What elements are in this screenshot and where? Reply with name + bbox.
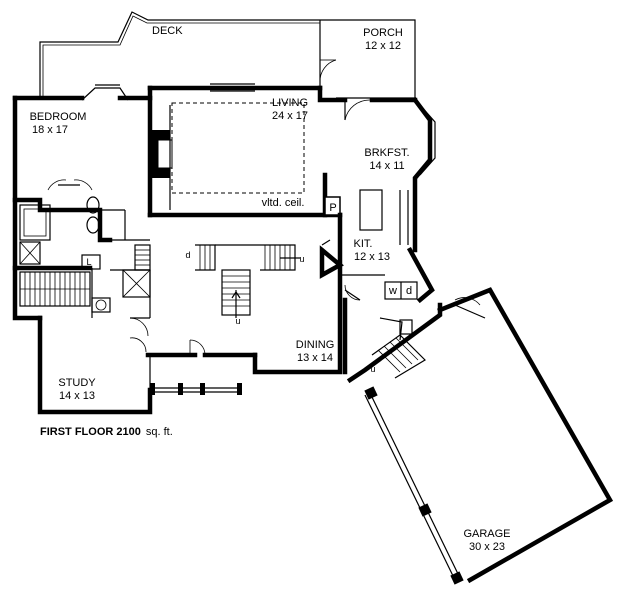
dining-walls	[129, 212, 348, 375]
garage-size: 30 x 23	[469, 541, 505, 553]
washer-label: w	[388, 285, 397, 297]
kitchen-size: 12 x 13	[354, 251, 390, 263]
stair-up-label-2: u	[235, 316, 240, 326]
study-walls	[37, 315, 242, 415]
vaulted-ceiling-outline	[171, 102, 305, 194]
breakfast-size: 14 x 11	[369, 160, 404, 172]
living-label: LIVING	[272, 97, 308, 109]
porch-label: PORCH	[363, 27, 403, 39]
central-stair	[134, 244, 300, 318]
stair-down-label: d	[185, 250, 190, 260]
deck-outline	[39, 11, 320, 98]
porch-size: 12 x 12	[365, 40, 401, 52]
garage-walls	[346, 287, 614, 585]
vaulted-ceiling-label: vltd. ceil.	[262, 197, 305, 209]
deck-label: DECK	[152, 25, 183, 37]
living-partitions	[147, 99, 371, 218]
pantry-label: P	[329, 202, 336, 214]
study-label: STUDY	[58, 377, 96, 389]
bedroom-label: BEDROOM	[30, 111, 87, 123]
floor-area-unit: sq. ft.	[146, 426, 173, 438]
kitchen-label: KIT.	[354, 238, 373, 250]
breakfast-label: BRKFST.	[364, 147, 409, 159]
linen-label: L	[86, 257, 91, 267]
fireplace	[150, 105, 173, 210]
bedroom-bath	[12, 179, 150, 265]
garage-label: GARAGE	[463, 528, 510, 540]
study-size: 14 x 13	[59, 390, 95, 402]
dining-size: 13 x 14	[297, 352, 333, 364]
living-walls	[147, 83, 418, 103]
stair-up-label-3: u	[370, 364, 375, 374]
dining-label: DINING	[296, 339, 335, 351]
living-size: 24 x 17	[272, 110, 308, 122]
bedroom-size: 18 x 17	[32, 124, 68, 136]
kitchen-counters	[319, 189, 435, 304]
floor-area-value: FIRST FLOOR 2100	[40, 426, 141, 438]
floor-area-caption: FIRST FLOOR 2100 sq. ft.	[40, 426, 173, 438]
garage-stair	[371, 317, 426, 379]
bedroom-walls	[12, 84, 153, 321]
stair-up-label-1: u	[299, 254, 304, 264]
breakfast-bay	[399, 96, 436, 253]
dryer-label: d	[406, 285, 412, 297]
